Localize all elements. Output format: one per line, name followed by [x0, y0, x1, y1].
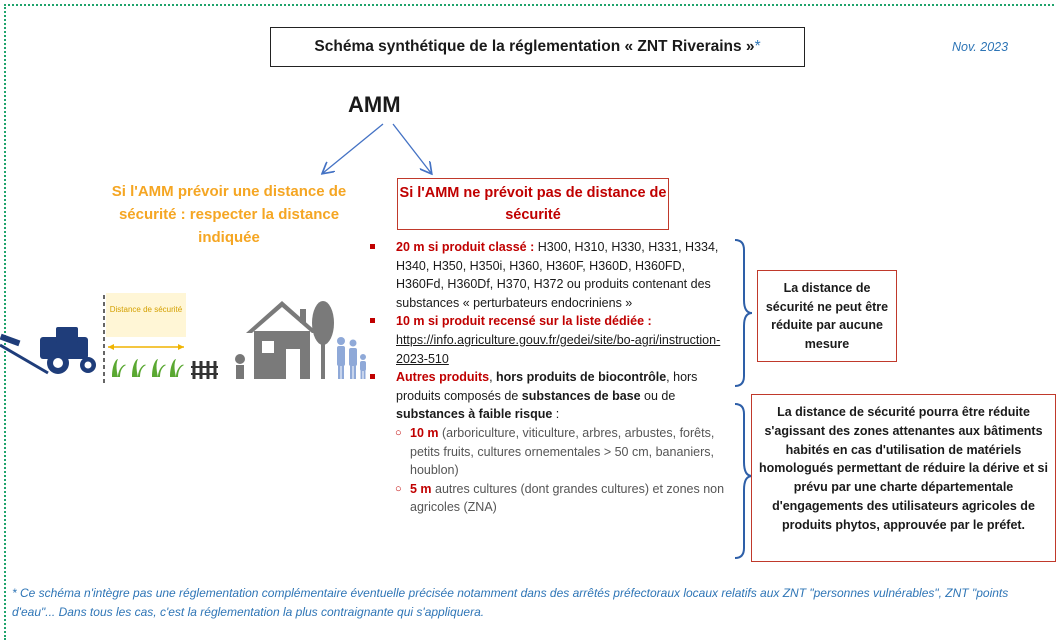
circle-bullet-icon: ○: [395, 426, 402, 439]
family-icon: [337, 337, 366, 379]
date-label: Nov. 2023: [952, 40, 1009, 54]
rule-20m-body: H300, H310, H330, H331, H334, H340, H350…: [396, 240, 719, 310]
sub-rule-10m: ○ 10 m (arboriculture, viticulture, arbr…: [369, 424, 729, 480]
rule-other-lead: Autres produits: [396, 370, 490, 385]
distance-zone: [106, 293, 186, 337]
rules-list: 20 m si produit classé : H300, H310, H33…: [369, 238, 729, 517]
condition-no-distance: Si l'AMM ne prévoit pas de distance de s…: [397, 178, 669, 230]
house-icon: [246, 301, 318, 379]
tree-icon: [312, 301, 334, 379]
dotted-frame: [4, 4, 1054, 640]
title-text: Schéma synthétique de la réglementation …: [314, 38, 755, 55]
arrow-right: [392, 123, 431, 173]
note-no-reduction: La distance de sécurité ne peut être réd…: [757, 270, 897, 362]
rule-other-text: ,: [489, 370, 497, 385]
rule-other-biocontrol: hors produits de biocontrôle: [496, 370, 667, 385]
condition-amm-distance: Si l'AMM prévoir une distance de sécurit…: [111, 183, 347, 246]
footnote: * Ce schéma n'intègre pas une réglementa…: [12, 586, 1009, 619]
fence-icon: [191, 361, 218, 379]
rule-20m-lead: 20 m si produit classé :: [396, 240, 535, 254]
brace-bottom: [734, 403, 753, 559]
sub-rule-10m-lead: 10 m: [410, 425, 439, 440]
page-title: Schéma synthétique de la réglementation …: [270, 27, 805, 67]
flower-icon: [235, 354, 245, 379]
illustration-distance: Distance de sécurité: [0, 293, 366, 385]
brace-top: [734, 239, 753, 387]
rule-20m: 20 m si produit classé : H300, H310, H33…: [369, 238, 729, 312]
rule-10m: 10 m si produit recensé sur la liste déd…: [369, 312, 729, 368]
rule-other-lowrisk: substances à faible risque: [396, 407, 553, 422]
rule-other-text: , hors produits composés de: [396, 370, 698, 403]
bullet-icon: [370, 318, 375, 324]
rule-other-text: ou de: [640, 388, 676, 403]
bullet-icon: [370, 374, 375, 380]
rule-other-text: :: [552, 407, 560, 422]
sub-rule-5m-body: autres cultures (dont grandes cultures) …: [410, 481, 725, 515]
root-node: AMM: [348, 92, 401, 117]
bullet-icon: [370, 244, 375, 249]
sub-rule-10m-body: (arboriculture, viticulture, arbres, arb…: [410, 425, 715, 478]
rule-other-basic: substances de base: [521, 388, 641, 403]
rule-10m-lead: 10 m si produit recensé sur la liste déd…: [396, 314, 652, 329]
rule-other: Autres produits, hors produits de biocon…: [369, 368, 729, 424]
sub-rule-5m-lead: 5 m: [410, 481, 432, 496]
tractor-icon: [0, 327, 96, 375]
instruction-link[interactable]: https://info.agriculture.gouv.fr/gedei/s…: [396, 332, 721, 366]
crop-icon: [112, 359, 184, 377]
sub-rule-5m: ○ 5 m autres cultures (dont grandes cult…: [369, 480, 729, 517]
note-reduction: La distance de sécurité pourra être rédu…: [751, 394, 1056, 562]
distance-label: Distance de sécurité: [110, 305, 183, 314]
circle-bullet-icon: ○: [395, 482, 402, 495]
arrow-left: [323, 123, 384, 173]
title-star: *: [754, 38, 761, 55]
